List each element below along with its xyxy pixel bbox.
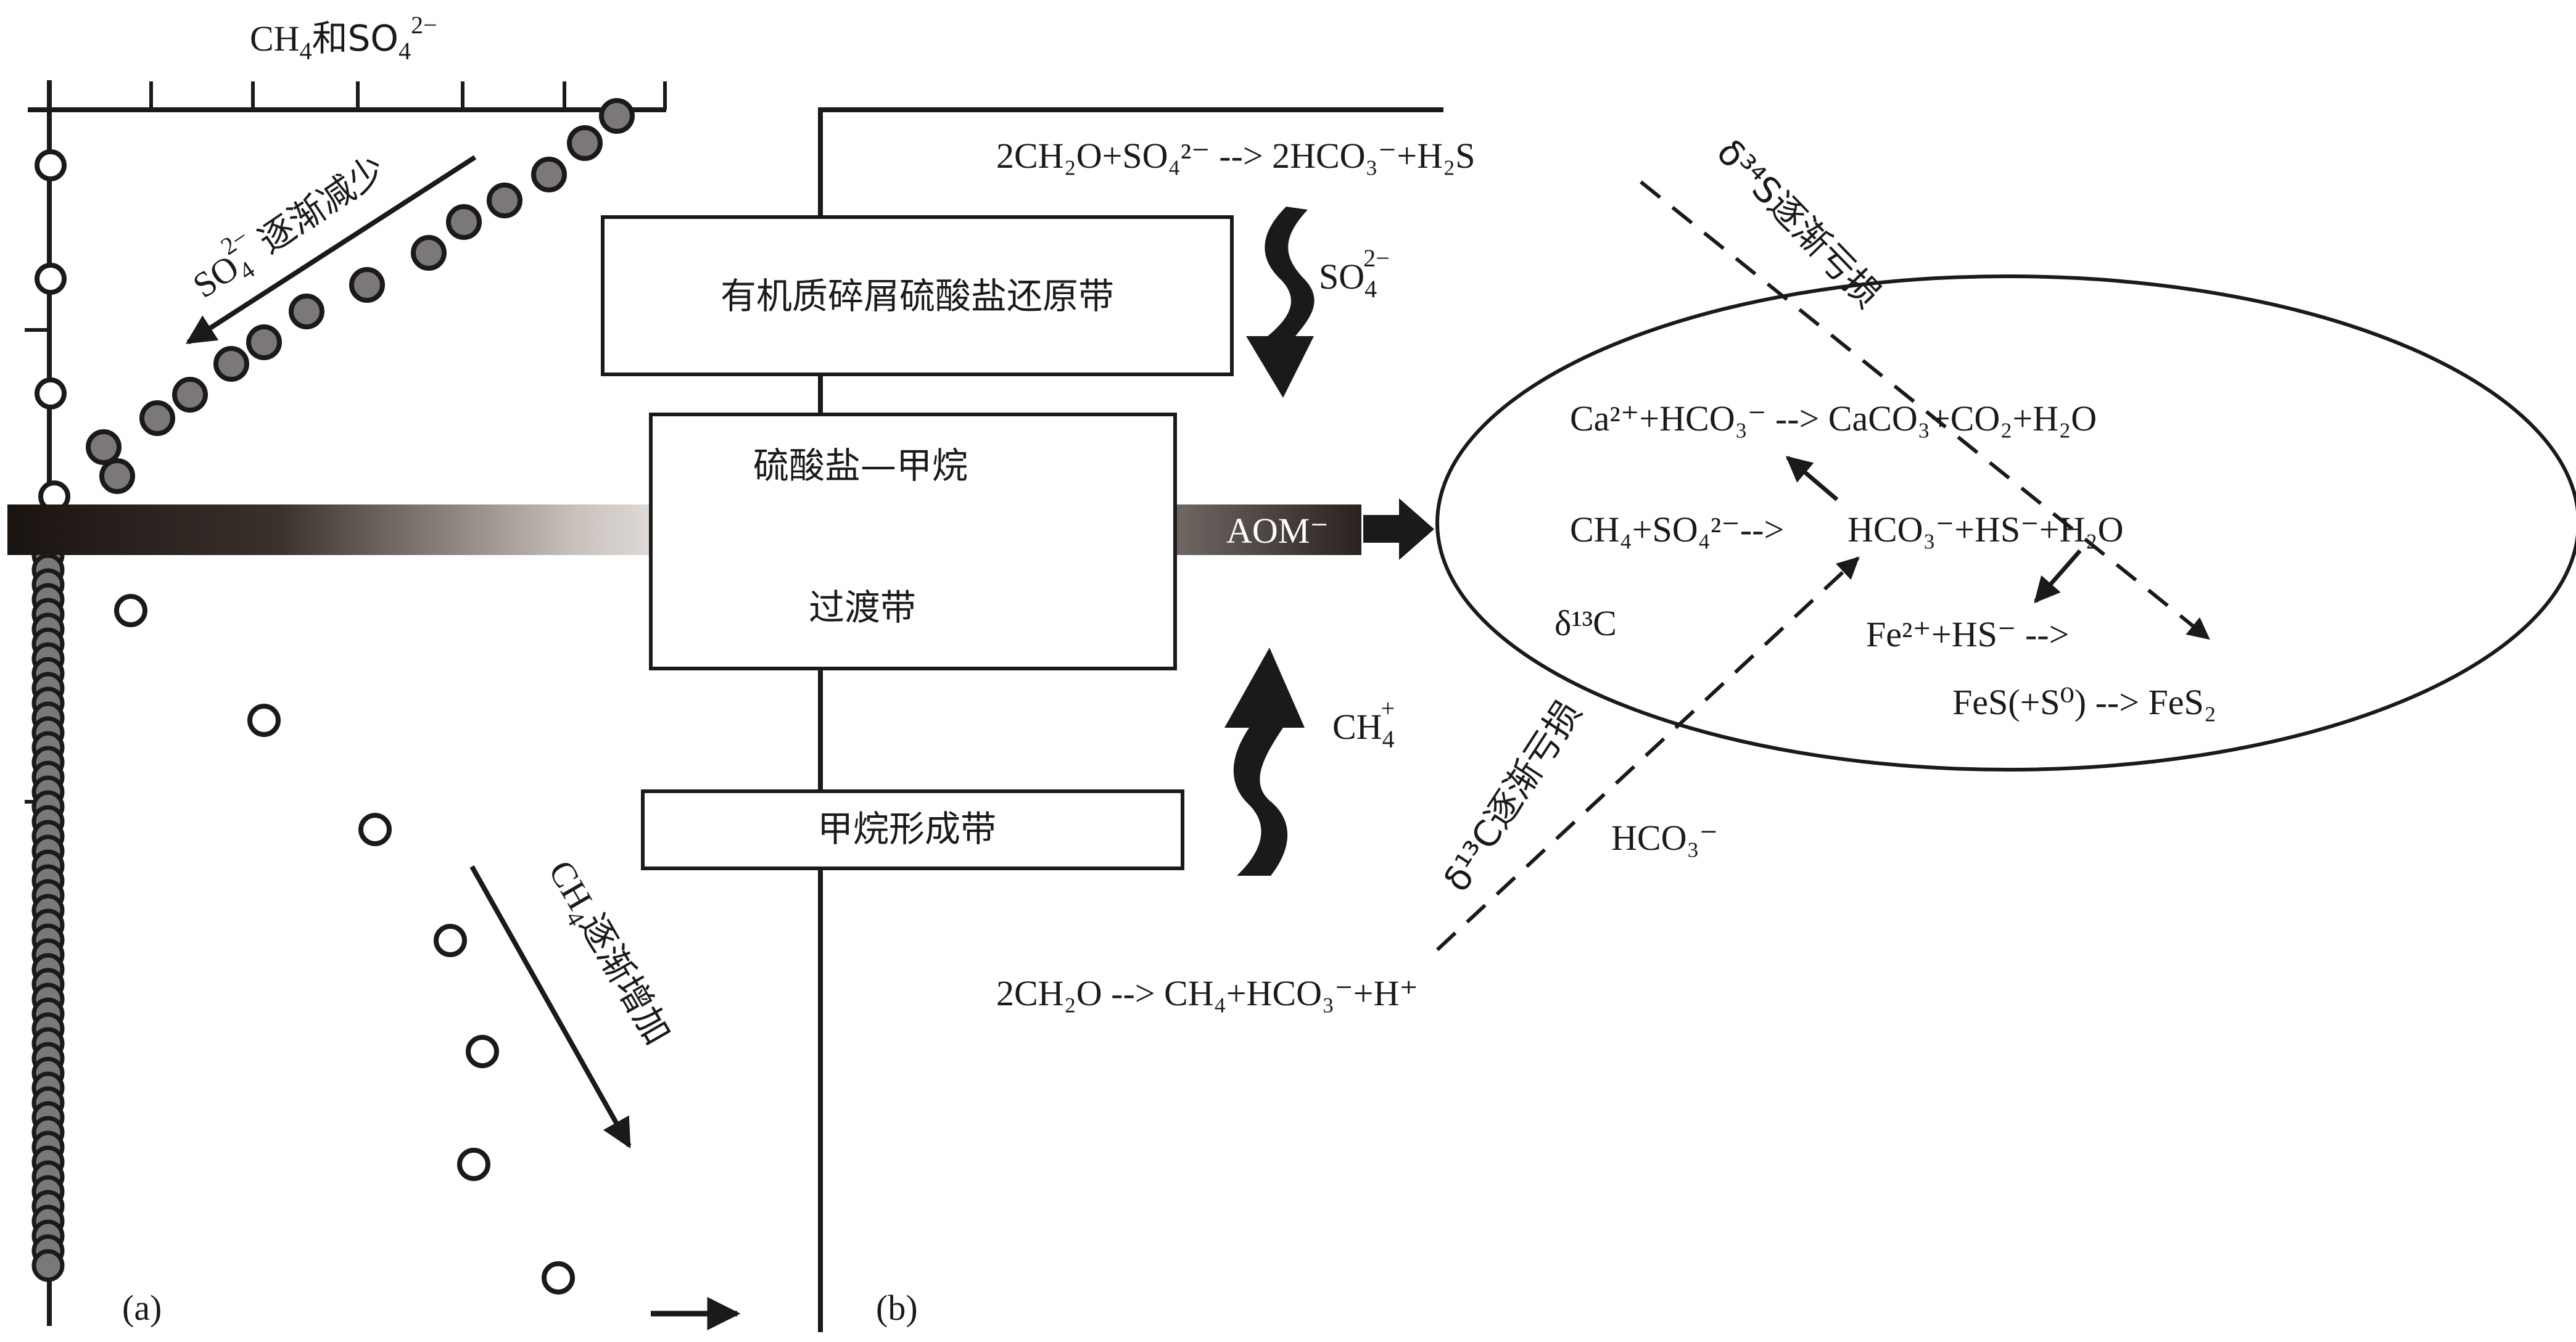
delta34s-label: δ³⁴S逐渐亏损 (1709, 131, 1889, 316)
data-point (213, 346, 249, 382)
reaction-pyrite: FeS(+S⁰) --> FeS₂ (1952, 682, 2216, 722)
data-point (172, 377, 208, 413)
panel-b: 2CH₂O+SO₄²⁻ --> 2HCO₃⁻+H₂S 有机质碎屑硫酸盐还原带 硫… (601, 107, 1475, 1332)
so4-decrease-arrow (185, 155, 477, 345)
data-point (487, 183, 522, 218)
arrow-to-iron (2034, 549, 2082, 604)
ch4-data-points (114, 594, 575, 1295)
panel-b-label: (b) (876, 1288, 918, 1328)
arrow-to-calcite (1785, 456, 1839, 501)
ch4-flux-label: CH4+ (1332, 694, 1395, 753)
data-point (542, 1261, 575, 1295)
methanogenesis-zone-label: 甲烷形成带 (817, 808, 996, 850)
aom-label: AOM⁻ (1226, 511, 1329, 551)
data-point (358, 813, 392, 846)
hco3-label: HCO₃⁻ (1611, 818, 1718, 858)
data-point (599, 98, 635, 134)
delta13c-label: δ¹³C逐渐亏损 (1435, 693, 1590, 899)
reaction-iron: Fe²⁺+HS⁻ --> (1866, 614, 2069, 654)
reaction-aom-left: CH₄+SO₄²⁻--> (1570, 509, 1784, 550)
smt-zone-label-top: 硫酸盐—甲烷 (753, 445, 968, 487)
data-point (349, 267, 385, 303)
data-point (35, 263, 67, 295)
panel-a-label: (a) (122, 1288, 162, 1328)
panel-a: CH4和SO42− (25, 11, 741, 1330)
data-point (114, 594, 147, 627)
data-point (86, 429, 122, 465)
top-reaction: 2CH₂O+SO₄²⁻ --> 2HCO₃⁻+H₂S (996, 136, 1475, 176)
delta13c-dashed-line (1435, 556, 1860, 952)
so4-data-points (49, 98, 635, 547)
ch4-increase-label: CH4逐渐增加 (535, 853, 679, 1055)
aom-arrow-icon (1363, 498, 1434, 560)
reaction-aom-right: HCO₃⁻+HS⁻+H₂O (1847, 509, 2123, 550)
data-point (567, 125, 603, 161)
data-point (246, 324, 282, 360)
data-point (31, 1249, 65, 1282)
data-point (99, 458, 135, 494)
reaction-ellipse-outline (1435, 274, 2576, 772)
data-point (35, 149, 67, 181)
data-point (531, 157, 567, 192)
data-point (289, 294, 324, 329)
panel-a-x-ticks (149, 81, 667, 110)
so4-flux-down-arrow (1246, 207, 1315, 398)
ch4-flux-up-arrow (1224, 648, 1305, 876)
data-point (434, 924, 467, 957)
so4-flux-label: SO42− (1319, 244, 1390, 303)
methanogenesis-zone (641, 789, 1184, 870)
data-point (446, 204, 482, 240)
axis-grey-stack (31, 538, 65, 1282)
sulfate-reduction-zone-label: 有机质碎屑硫酸盐还原带 (720, 275, 1114, 317)
data-point (139, 400, 175, 436)
data-point (466, 1035, 499, 1068)
smt-zone (649, 413, 1177, 670)
reaction-ellipse: δ³⁴S逐渐亏损 δ¹³C逐渐亏损 HCO₃⁻ Ca²⁺+HCO₃⁻ --> C… (1435, 131, 2576, 952)
ch4-increase-arrow (469, 865, 632, 1149)
bottom-reaction: 2CH₂O --> CH₄+HCO₃⁻+H⁺ (996, 973, 1418, 1013)
delta13c-in-ellipse: δ¹³C (1554, 603, 1617, 643)
sulfate-reduction-zone (601, 215, 1234, 376)
data-point (35, 377, 67, 410)
data-point (457, 1148, 490, 1181)
data-point (411, 235, 447, 271)
panel-a-axis-title: CH4和SO42− (250, 11, 437, 65)
reaction-calcite: Ca²⁺+HCO₃⁻ --> CaCO₃+CO₂+H₂O (1570, 398, 2097, 438)
data-point (247, 704, 281, 737)
smt-zone-label-bottom: 过渡带 (809, 587, 916, 628)
